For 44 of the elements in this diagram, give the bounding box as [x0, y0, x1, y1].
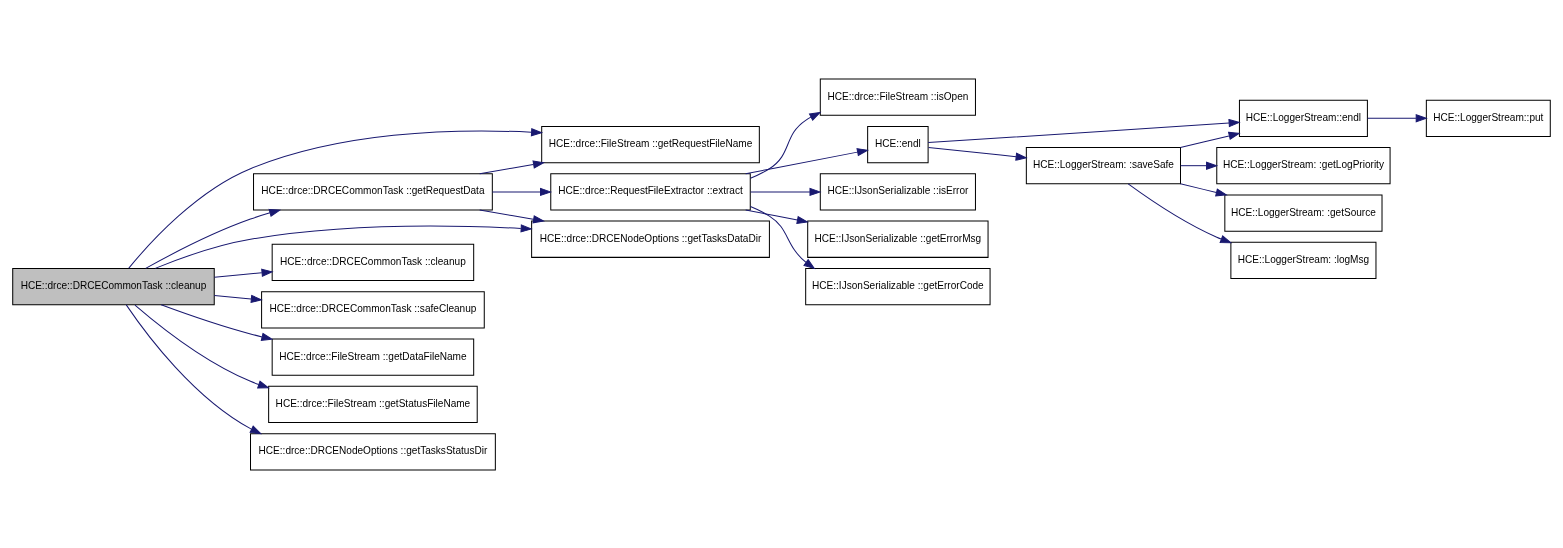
arrow — [927, 118, 1241, 143]
node-box: HCE::IJsonSerializable ::isError — [819, 172, 976, 211]
node-box: HCE::LoggerStream: :getSource — [1224, 193, 1383, 232]
arrow — [749, 205, 816, 269]
arrow — [1180, 160, 1219, 170]
node-box: HCE::LoggerStream: :saveSafe — [1025, 146, 1181, 184]
node-box: HCE::IJsonSerializable ::getErrorCode — [805, 267, 991, 305]
arrow — [213, 268, 274, 278]
arrow — [134, 304, 270, 388]
node-box: HCE::drce::DRCECommonTask ::getRequestData — [253, 172, 493, 211]
node-box: HCE::drce::FileStream ::getStatusFileName — [268, 385, 478, 423]
arrow — [160, 303, 274, 341]
node-box: HCE::LoggerStream::endl — [1238, 99, 1368, 137]
node-box: HCE::drce::FileStream ::getDataFileName — [271, 337, 475, 376]
arrow — [491, 187, 553, 196]
arrow — [749, 111, 822, 179]
arrow — [479, 209, 546, 223]
arrow — [479, 159, 546, 174]
arrow — [927, 146, 1028, 161]
node-box: HCE::drce::FileStream ::getRequestFileName — [541, 125, 760, 163]
node-box: HCE::LoggerStream: :logMsg — [1230, 241, 1377, 279]
arrow — [213, 294, 263, 303]
node-box: HCE::drce::DRCENodeOptions ::getTasksStatusDir — [250, 432, 496, 470]
arrow — [125, 303, 263, 434]
node-box: HCE::drce::RequestFileExtractor ::extract — [550, 172, 751, 211]
arrow — [1179, 182, 1228, 196]
arrow — [1127, 182, 1233, 243]
node-box: HCE::endl — [867, 125, 929, 163]
node-box: HCE::LoggerStream: :getLogPriority — [1216, 146, 1391, 184]
node-box: HCE::LoggerStream::put — [1425, 99, 1551, 137]
arrow — [154, 223, 533, 269]
node-box: HCE::drce::DRCECommonTask ::cleanup — [12, 267, 215, 305]
node-box: HCE::IJsonSerializable ::getErrorMsg — [807, 220, 989, 258]
node-box: HCE::drce::DRCECommonTask ::safeCleanup — [261, 290, 485, 328]
node-box: HCE::drce::FileStream ::isOpen — [819, 78, 976, 116]
arrow — [1179, 131, 1241, 148]
arrow — [745, 147, 870, 174]
arrow — [145, 208, 282, 269]
arrow — [1367, 113, 1428, 123]
node-box: HCE::drce::DRCECommonTask ::cleanup — [271, 243, 475, 281]
arrow — [750, 187, 822, 196]
arrow — [128, 127, 544, 269]
node-box: HCE::drce::DRCENodeOptions ::getTasksDataDir — [531, 220, 770, 258]
arrow — [745, 209, 809, 224]
